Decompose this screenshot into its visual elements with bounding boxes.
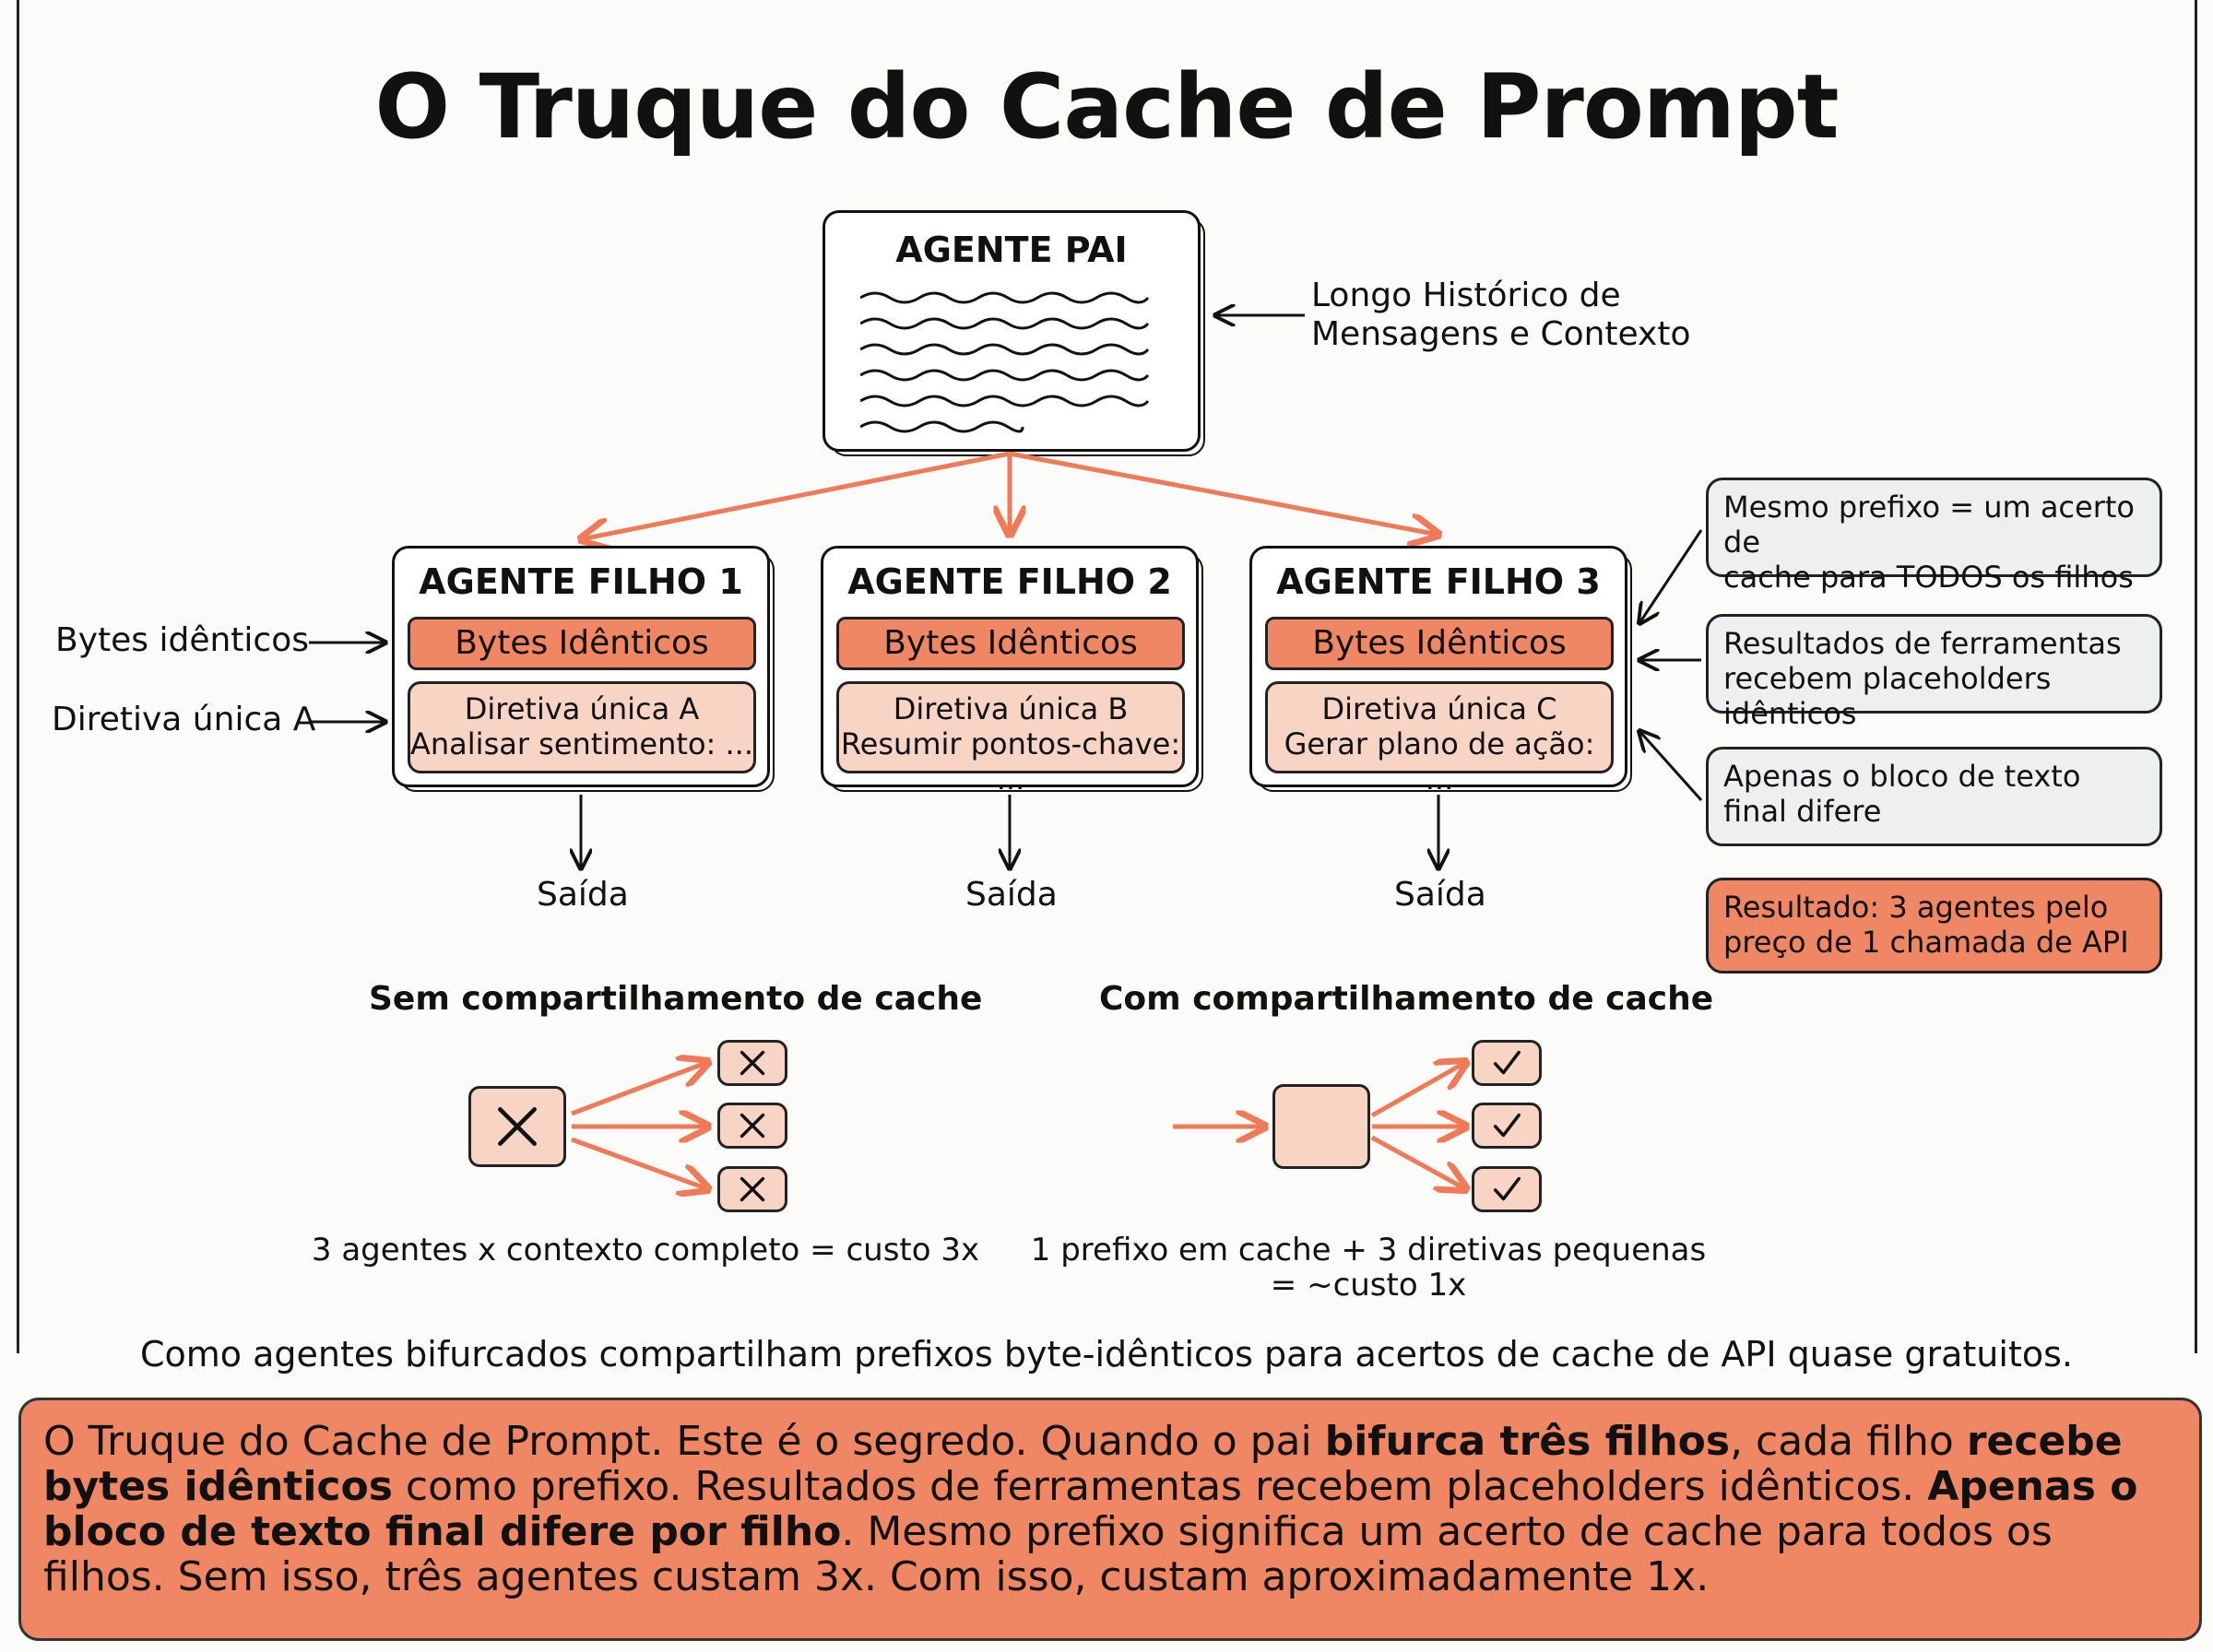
note-same-prefix-line2: cache para TODOS os filhos	[1723, 560, 2134, 595]
arrow-cache-3	[1370, 1135, 1466, 1189]
child-3-directive-title: Diretiva única C	[1321, 691, 1557, 726]
frame-right-line	[2195, 0, 2197, 1353]
left-label-directive: Diretiva única A	[52, 701, 316, 738]
child-agent-2-box: AGENTE FILHO 2 Bytes Idênticos Diretiva …	[821, 546, 1203, 796]
cache-target-1	[1472, 1040, 1542, 1086]
child-agent-2-label: AGENTE FILHO 2	[847, 561, 1172, 602]
note-same-prefix-line1: Mesmo prefixo = um acerto de	[1723, 490, 2135, 560]
child-1-output: Saída	[537, 876, 629, 914]
explanation-text-1: O Truque do Cache de Prompt. Este é o se…	[43, 1418, 1325, 1465]
parent-agent-label: AGENTE PAI	[895, 230, 1128, 270]
arrow-nocache-1	[571, 1062, 708, 1116]
cache-target-2	[1472, 1103, 1542, 1149]
child-1-directive-task: Analisar sentimento: ...	[410, 726, 753, 761]
child-1-directive: Diretiva única A Analisar sentimento: ..…	[408, 681, 756, 773]
arrow-parent-to-child-3	[1009, 451, 1438, 535]
x-icon	[740, 1176, 765, 1202]
arrow-cache-1	[1370, 1062, 1466, 1118]
check-icon	[1493, 1050, 1521, 1075]
nocache-target-1	[717, 1040, 787, 1086]
x-icon	[740, 1050, 765, 1076]
without-cache-heading: Sem compartilhamento de cache	[369, 980, 983, 1018]
with-cache-heading: Com compartilhamento de cache	[1099, 980, 1714, 1018]
note-tool-results-line2: recebem placeholders idênticos	[1723, 661, 2052, 731]
history-lines-icon	[860, 291, 1150, 433]
without-cache-caption: 3 agentes x contexto completo = custo 3x	[311, 1232, 980, 1268]
note-final-block: Apenas o bloco de texto final difere	[1706, 747, 2162, 846]
note-result-line2: preço de 1 chamada de API	[1723, 925, 2129, 960]
child-agent-1-box: AGENTE FILHO 1 Bytes Idênticos Diretiva …	[392, 546, 775, 792]
child-1-directive-title: Diretiva única A	[464, 691, 700, 726]
cache-target-3	[1472, 1166, 1542, 1212]
child-2-directive-task: Resumir pontos-chave: ...	[840, 726, 1181, 796]
check-icon	[1493, 1113, 1521, 1138]
explanation-panel: O Truque do Cache de Prompt. Este é o se…	[18, 1398, 2202, 1641]
note-final-block-line1: Apenas o bloco de texto	[1723, 759, 2081, 794]
child-2-output: Saída	[965, 876, 1058, 914]
left-label-bytes: Bytes idênticos	[55, 621, 309, 659]
nocache-source-box	[468, 1086, 566, 1167]
child-3-output: Saída	[1394, 876, 1486, 914]
x-icon	[740, 1113, 765, 1139]
note-final-block-line2: final difere	[1723, 794, 1882, 829]
note-tool-results-line1: Resultados de ferramentas	[1723, 626, 2122, 661]
child-agent-3-box: AGENTE FILHO 3 Bytes Idênticos Diretiva …	[1249, 546, 1632, 796]
with-cache-caption-line2: = ~custo 1x	[1270, 1267, 1467, 1304]
nocache-target-3	[717, 1166, 787, 1212]
x-icon	[498, 1107, 537, 1146]
arrow-note-1	[1639, 529, 1703, 623]
arrow-note-3	[1639, 731, 1703, 801]
explanation-bold-2: recebe bytes idênticos	[43, 1418, 2123, 1510]
child-agent-3-label: AGENTE FILHO 3	[1276, 561, 1601, 602]
note-result: Resultado: 3 agentes pelo preço de 1 cha…	[1706, 878, 2162, 974]
note-same-prefix: Mesmo prefixo = um acerto de cache para …	[1706, 478, 2162, 595]
explanation-text-2: , cada filho	[1730, 1418, 1967, 1465]
with-cache-caption-line1: 1 prefixo em cache + 3 diretivas pequena…	[1030, 1232, 1707, 1268]
child-2-directive: Diretiva única B Resumir pontos-chave: .…	[836, 681, 1185, 796]
child-3-directive-task: Gerar plano de ação: ...	[1284, 726, 1595, 796]
child-3-directive: Diretiva única C Gerar plano de ação: ..…	[1265, 681, 1614, 796]
nocache-target-2	[717, 1103, 787, 1149]
note-result-line1: Resultado: 3 agentes pelo	[1723, 890, 2109, 925]
explanation-bold-3: Apenas o bloco de texto final difere por…	[43, 1463, 2138, 1555]
explanation-text-3: como prefixo. Resultados de ferramentas …	[392, 1463, 1928, 1510]
page-title: O Truque do Cache de Prompt	[374, 55, 1840, 159]
child-2-shared-bytes: Bytes Idênticos	[836, 617, 1185, 670]
with-cache-caption: 1 prefixo em cache + 3 diretivas pequena…	[1000, 1233, 1737, 1303]
note-tool-results: Resultados de ferramentas recebem placeh…	[1706, 614, 2162, 731]
arrow-parent-to-child-1	[581, 451, 1011, 539]
child-agent-1-label: AGENTE FILHO 1	[419, 561, 743, 602]
parent-annotation-line1: Longo Histórico de	[1311, 277, 1621, 314]
check-icon	[1493, 1176, 1521, 1201]
parent-annotation-line2: Mensagens e Contexto	[1311, 315, 1691, 353]
child-2-directive-title: Diretiva única B	[893, 691, 1129, 726]
frame-left-line	[17, 0, 19, 1353]
explanation-bold-1: bifurca três filhos	[1324, 1418, 1731, 1465]
child-1-shared-bytes: Bytes Idênticos	[408, 617, 756, 670]
arrow-nocache-3	[571, 1137, 708, 1189]
parent-agent-box: AGENTE PAI	[822, 210, 1205, 456]
summary-line: Como agentes bifurcados compartilham pre…	[140, 1334, 2073, 1375]
cache-prefix-box	[1272, 1084, 1370, 1169]
explanation-text-4: . Mesmo prefixo significa um acerto de c…	[43, 1508, 2053, 1600]
child-3-shared-bytes: Bytes Idênticos	[1265, 617, 1614, 670]
